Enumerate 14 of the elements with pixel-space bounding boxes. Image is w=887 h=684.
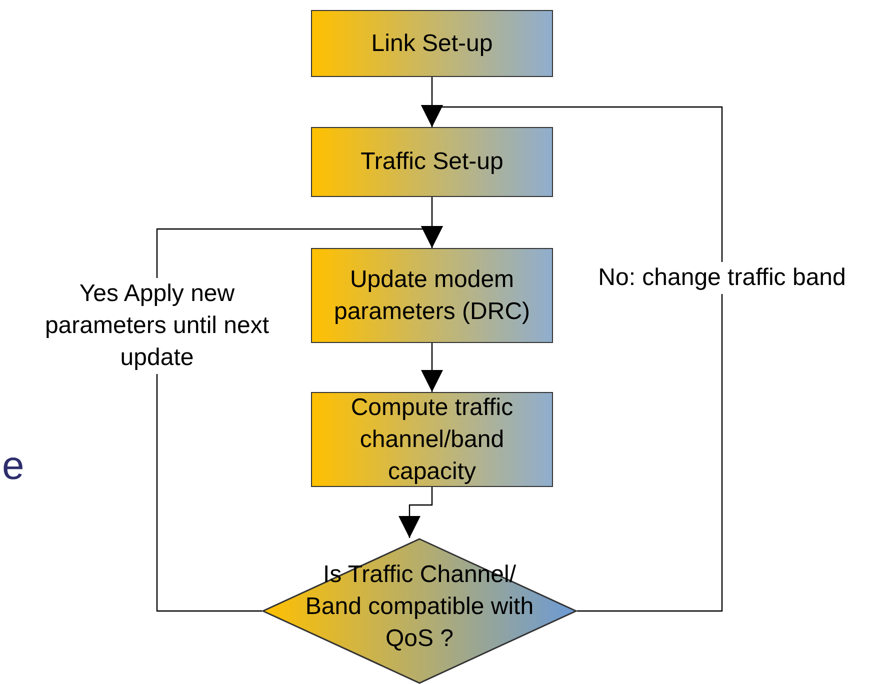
process-box [311,392,553,487]
node-text: Compute traffic channel/band capacity [350,392,514,486]
process-box [311,248,553,343]
process-box [311,127,553,197]
process-box [311,10,553,77]
edge-label: No: change traffic band [598,262,846,294]
node-text: Update modem parameters (DRC) [332,264,532,326]
node-text: Traffic Set-up [360,147,504,177]
text-fragment: e [2,446,24,486]
decision-diamond [262,538,577,684]
arrow [421,105,723,612]
node-text: Link Set-up [370,28,494,58]
arrow [421,343,443,392]
arrow [398,487,433,538]
